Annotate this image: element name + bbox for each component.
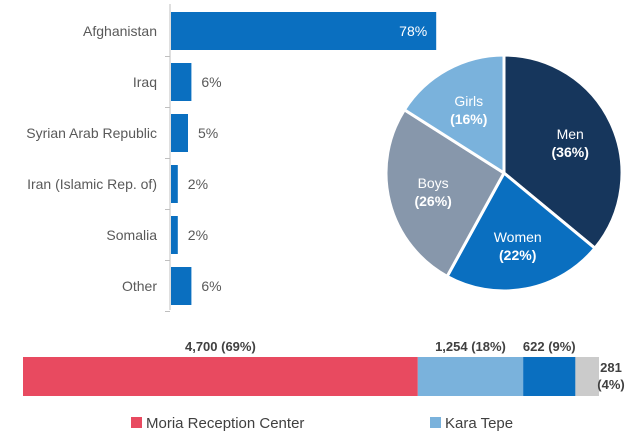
bar-4 [171, 216, 178, 254]
bar-value-label-3: 2% [188, 176, 208, 192]
stacked-label-3-line2: (4%) [597, 377, 624, 392]
stacked-label-0: 4,700 (69%) [185, 339, 256, 354]
pie-slice-men [502, 53, 624, 250]
stacked-label-1: 1,254 (18%) [435, 339, 506, 354]
pie-label-women: Women [494, 229, 542, 245]
pie-label-men: Men [557, 126, 584, 142]
bar-value-label-5: 6% [201, 278, 221, 294]
pie-label-boys: Boys [418, 175, 449, 191]
pie-pct-men: (36%) [552, 144, 589, 160]
bar-category-label-1: Iraq [133, 74, 157, 90]
bar-2 [171, 114, 188, 152]
stacked-label-3-line1: 281 [600, 360, 622, 375]
bar-category-label-4: Somalia [106, 227, 157, 243]
legend-label-0: Moria Reception Center [146, 415, 304, 432]
stacked-segment-1 [417, 357, 524, 396]
bar-value-label-0: 78% [399, 23, 427, 39]
pie-slice-girls [402, 53, 506, 175]
stacked-segment-3 [575, 357, 599, 396]
legend-swatch-1 [430, 417, 441, 428]
legend-swatch-0 [131, 417, 142, 428]
stacked-segment-2 [523, 357, 576, 396]
pie-pct-girls: (16%) [450, 111, 487, 127]
stacked-segment-0 [23, 357, 418, 396]
bar-category-label-3: Iran (Islamic Rep. of) [27, 176, 157, 192]
bar-category-label-0: Afghanistan [83, 23, 157, 39]
bar-category-label-5: Other [122, 278, 157, 294]
bar-5 [171, 267, 192, 305]
bar-category-label-2: Syrian Arab Republic [26, 125, 157, 141]
pie-pct-women: (22%) [499, 247, 536, 263]
pie-slice-women [445, 171, 597, 293]
bar-value-label-4: 2% [188, 227, 208, 243]
pie-slice-boys [384, 108, 506, 278]
legend-label-1: Kara Tepe [445, 415, 513, 432]
bar-1 [171, 63, 192, 101]
bar-value-label-2: 5% [198, 125, 218, 141]
bar-0 [171, 12, 437, 50]
bar-value-label-1: 6% [201, 74, 221, 90]
stacked-label-2: 622 (9%) [523, 339, 576, 354]
bar-3 [171, 165, 178, 203]
pie-pct-boys: (26%) [414, 193, 451, 209]
pie-label-girls: Girls [454, 93, 483, 109]
